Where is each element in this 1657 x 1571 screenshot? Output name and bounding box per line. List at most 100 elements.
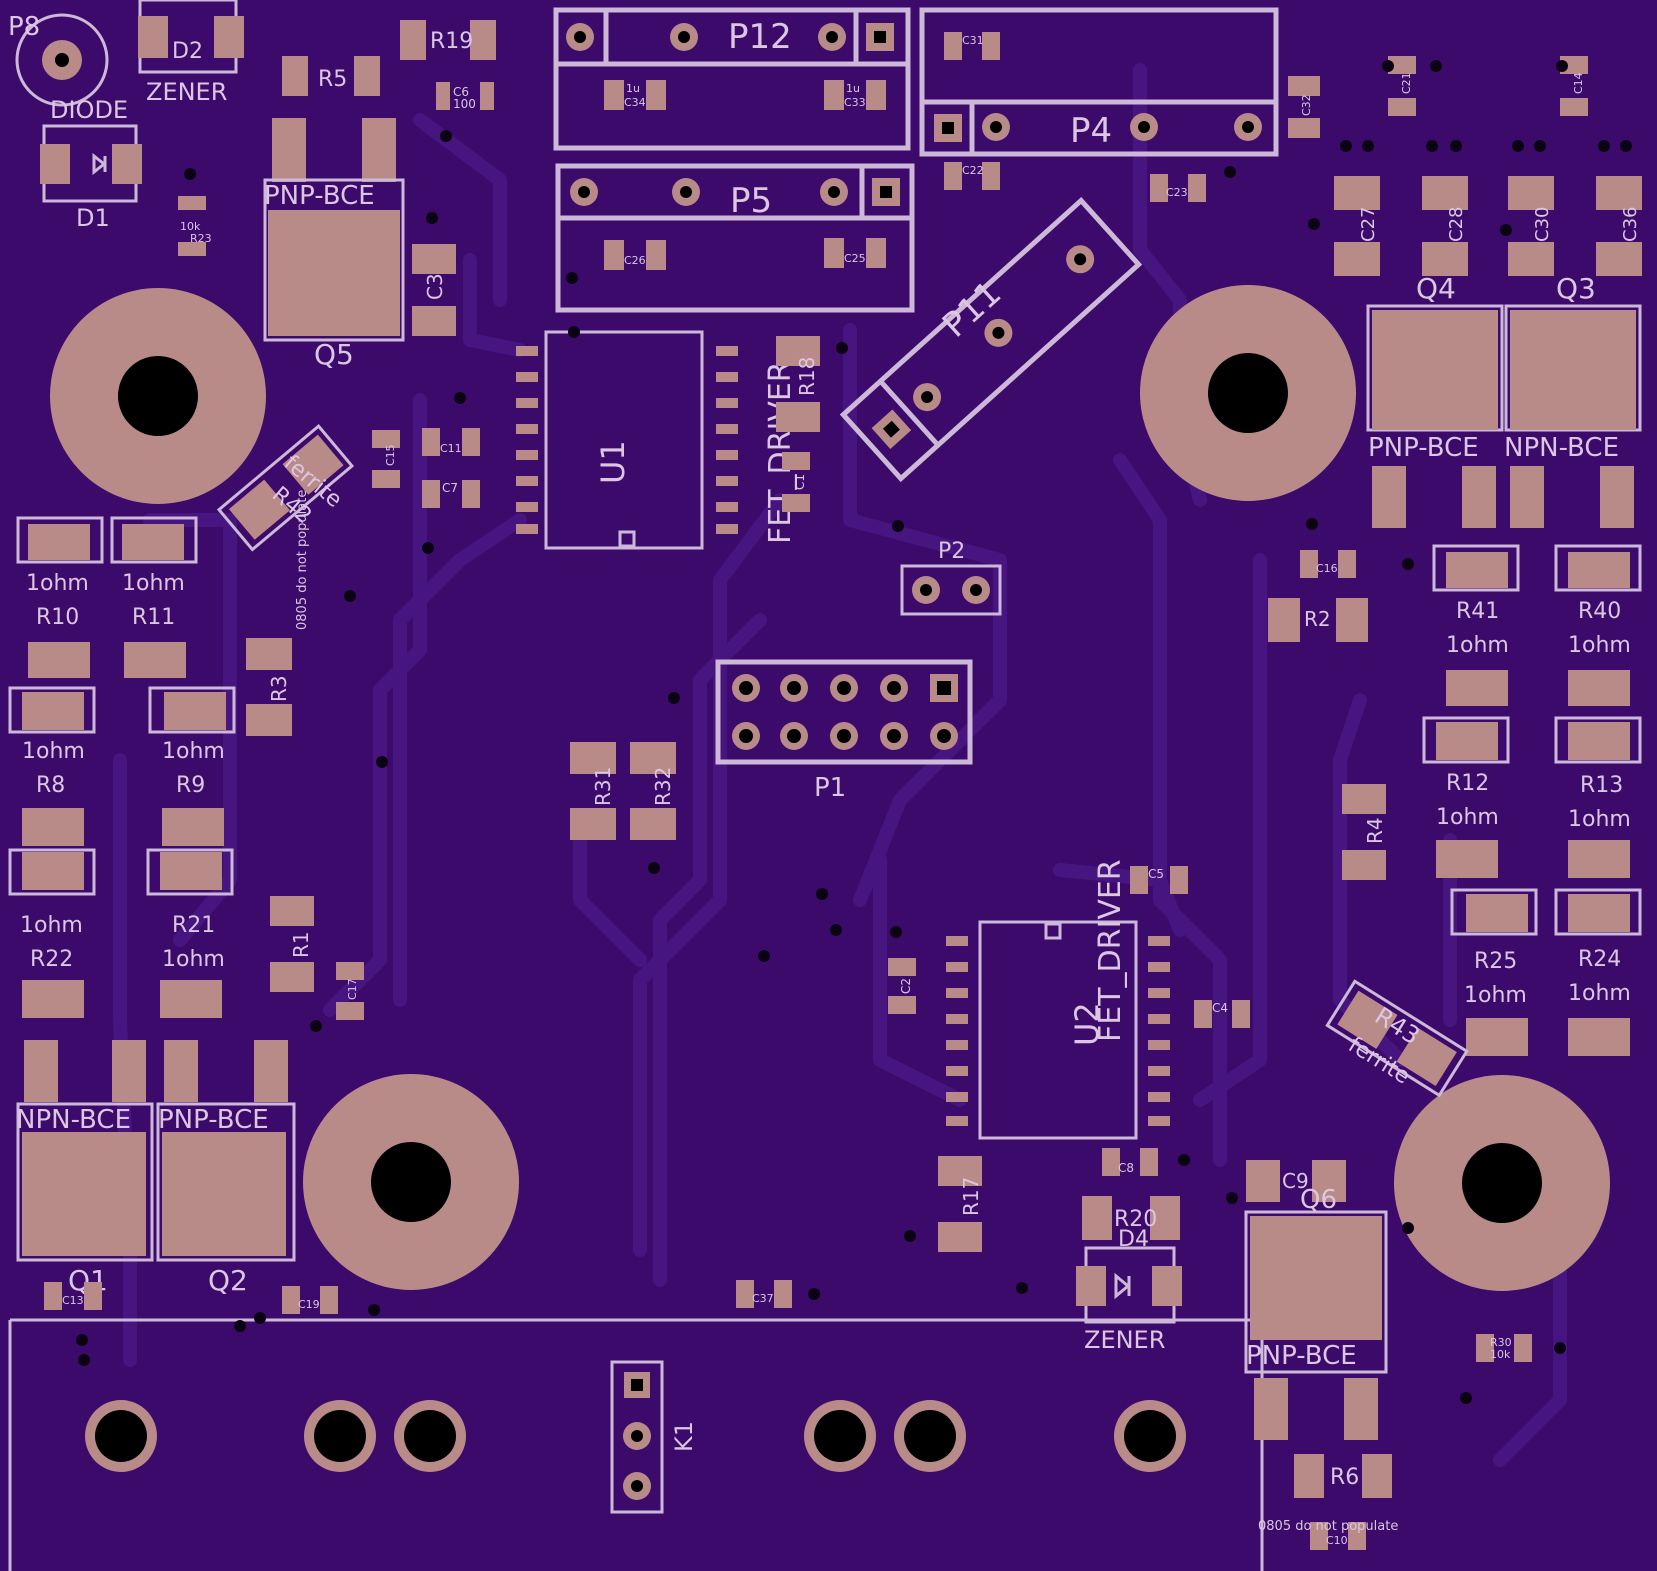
p8-pad: P8 [8, 12, 109, 107]
c1-label: C1 [793, 474, 807, 490]
p1-label: P1 [814, 773, 846, 803]
q5-label: Q5 [314, 338, 354, 371]
p12-header: P12 1u C34 1u C33 [553, 7, 911, 151]
r9-value: 1ohm [162, 739, 225, 764]
c34-value: 1u [626, 82, 640, 95]
r13-value: 1ohm [1568, 807, 1631, 832]
r43-ferrite [1325, 979, 1469, 1098]
c27-label: C27 [1358, 207, 1379, 242]
r40: R40 1ohm [1554, 544, 1642, 706]
p2-label: P2 [938, 539, 965, 564]
q4-label: Q4 [1416, 272, 1456, 305]
c15: C15 0805 do not populate [295, 430, 400, 630]
diode-label: DIODE [50, 96, 128, 124]
c4: C4 [1194, 1000, 1250, 1028]
r20-label: R20 [1114, 1207, 1157, 1232]
r41: R41 1ohm [1432, 544, 1520, 706]
r11-label: R11 [132, 605, 175, 630]
r10-value: 1ohm [26, 571, 89, 596]
r25-label: R25 [1474, 949, 1517, 974]
r31-label: R31 [591, 767, 615, 806]
u2-fet-driver: FET_DRIVER U2 [946, 859, 1170, 1140]
r19: R19 [400, 20, 496, 60]
c34-label: C34 [624, 96, 646, 109]
r20: R20 [1082, 1196, 1180, 1240]
c4-label: C4 [1212, 1001, 1228, 1015]
d2-zener: D2 ZENER [138, 0, 244, 106]
c6-label: C6 [453, 85, 469, 99]
r13: R13 1ohm [1554, 716, 1642, 878]
r41-value: 1ohm [1446, 633, 1509, 658]
r41-label: R41 [1456, 599, 1499, 624]
c2: C2 [888, 958, 916, 1014]
r30-label: R30 [1490, 1336, 1512, 1349]
c13-label: C13 [62, 1294, 84, 1307]
c13: C13 [44, 1282, 102, 1310]
p12-label: P12 [728, 17, 792, 57]
c36: C36 [1596, 176, 1642, 276]
r11: 1ohm R11 [110, 516, 198, 678]
r42-ferrite [216, 424, 355, 552]
r8-label: R8 [36, 773, 65, 798]
r22: 1ohm R22 [8, 848, 96, 1018]
r21: R21 1ohm [146, 848, 234, 1018]
c5-label: C5 [1148, 867, 1164, 881]
q1-type-label: NPN-BCE [16, 1105, 131, 1135]
c28: C28 [1422, 176, 1468, 276]
r25: R25 1ohm [1450, 888, 1538, 1056]
d1-label: D1 [76, 204, 110, 232]
p4-header: P4 C31 [919, 7, 1279, 157]
c27: C27 [1334, 176, 1380, 276]
c36-label: C36 [1620, 207, 1641, 242]
q6-type-label: PNP-BCE [1246, 1341, 1357, 1371]
r6: R6 [1294, 1454, 1392, 1498]
r24: R24 1ohm [1554, 888, 1642, 1056]
c14: C14 [1560, 56, 1588, 116]
r11-value: 1ohm [122, 571, 185, 596]
c11: C11 [422, 428, 480, 456]
q4-transistor: PNP-BCE Q4 [1366, 272, 1504, 528]
q3-label: Q3 [1556, 272, 1596, 305]
r4: R4 [1342, 784, 1387, 880]
r1: R1 [270, 896, 314, 992]
p4-label: P4 [1070, 111, 1112, 151]
r4-label: R4 [1363, 817, 1387, 844]
r40-value: 1ohm [1568, 633, 1631, 658]
q4-type-label: PNP-BCE [1368, 433, 1479, 463]
d4-zener: D4 ZENER [1076, 1227, 1182, 1354]
c15-label: C15 [384, 444, 397, 466]
c16: C16 [1300, 550, 1356, 578]
c11-label: C11 [440, 442, 462, 455]
r32-label: R32 [651, 767, 675, 806]
c5: C5 [1130, 866, 1188, 894]
c1: C1 [782, 452, 810, 512]
c30: C30 [1508, 176, 1554, 276]
c14-label: C14 [1572, 72, 1585, 94]
r18: R18 [776, 336, 820, 432]
r9-label: R9 [176, 773, 205, 798]
mounting-holes [50, 285, 1610, 1291]
r31: R31 [570, 742, 616, 840]
p8-label: P8 [8, 12, 40, 42]
c28-label: C28 [1446, 207, 1467, 242]
r17: R17 [938, 1156, 983, 1252]
u2-type-label: FET_DRIVER [1093, 859, 1128, 1042]
r2-label: R2 [1304, 607, 1331, 631]
c23: C23 [1150, 174, 1206, 202]
c21: C21 [1388, 56, 1416, 116]
q6-transistor: Q6 PNP-BCE [1244, 1185, 1388, 1440]
c23-label: C23 [1166, 186, 1188, 199]
u1-fet-driver: U1 FET_DRIVER [516, 330, 798, 550]
r2: R2 [1268, 598, 1368, 642]
c15-dnp-note: 0805 do not populate [295, 490, 310, 630]
c30-label: C30 [1532, 207, 1553, 242]
p2-header: P2 [900, 539, 1002, 616]
r30: R30 10k [1476, 1334, 1532, 1362]
q3-type-label: NPN-BCE [1504, 433, 1619, 463]
c3: C3 [412, 244, 456, 336]
r22-label: R22 [30, 947, 73, 972]
r12-value: 1ohm [1436, 805, 1499, 830]
r21-value: 1ohm [162, 947, 225, 972]
c32-label: C32 [1300, 94, 1313, 116]
